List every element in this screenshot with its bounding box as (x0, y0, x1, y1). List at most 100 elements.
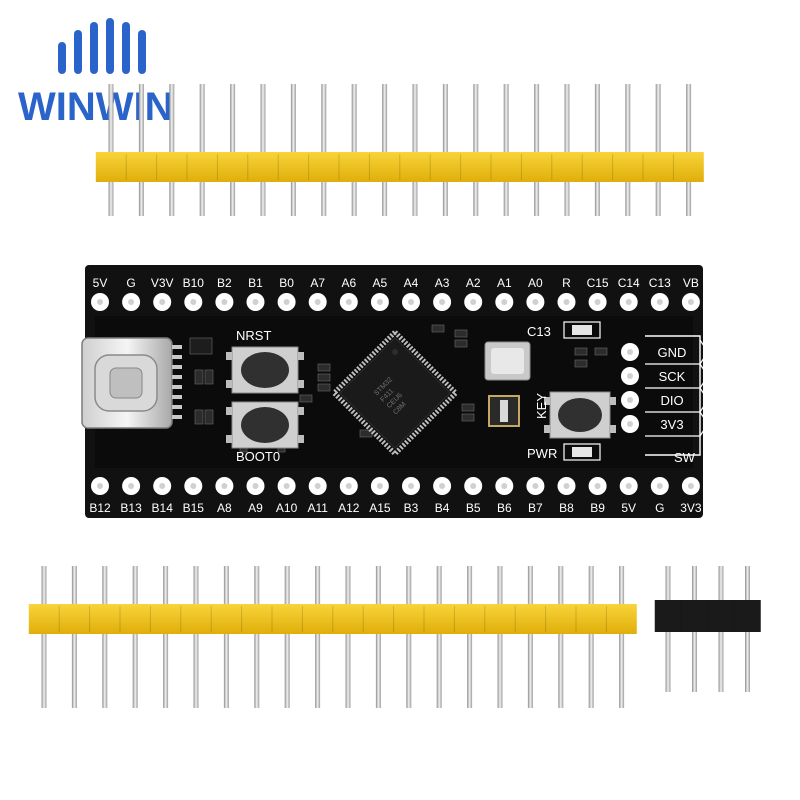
pin-label: C14 (618, 276, 640, 290)
pin-hole-center (408, 299, 414, 305)
pin-label: A10 (276, 501, 298, 515)
pin-label: A1 (497, 276, 512, 290)
pin-label: A4 (404, 276, 419, 290)
header-pin (132, 566, 138, 708)
swd-label: GND (658, 345, 687, 360)
pin-label: C13 (649, 276, 671, 290)
header-pin (375, 566, 381, 708)
pin-label: A2 (466, 276, 481, 290)
header-pin (163, 566, 169, 708)
pin-hole-center (283, 299, 290, 305)
pin-label: G (655, 501, 664, 515)
pin-hole-center (439, 299, 446, 305)
pin-label: A8 (217, 501, 232, 515)
nrst-label: NRST (236, 328, 271, 343)
header-plastic (28, 604, 637, 634)
pin-hole-center (283, 483, 290, 489)
pin-label: B2 (217, 276, 232, 290)
header-pin (260, 84, 266, 216)
header-pin (345, 566, 351, 708)
header-pin (497, 566, 503, 708)
swd-footer: SW (674, 450, 696, 465)
pin-hole-center (376, 299, 383, 305)
pin-hole-center (221, 299, 228, 305)
pin-label: B3 (404, 501, 419, 515)
pwr-label: PWR (527, 446, 557, 461)
swd-pin-hole-center (627, 397, 633, 403)
pin-label: A9 (248, 501, 263, 515)
pin-label: B5 (466, 501, 481, 515)
swd-label: DIO (660, 393, 683, 408)
pin-hole-center (501, 483, 508, 489)
pin-hole-center (314, 483, 321, 489)
logo-bar (122, 22, 130, 74)
pin-label: 5V (93, 276, 108, 290)
pin-label: B12 (89, 501, 111, 515)
swd-outline (645, 335, 701, 456)
pin-hole-center (345, 483, 352, 489)
boot0-button (226, 401, 304, 449)
crystal-oscillator (484, 341, 531, 381)
pin-hole-center (594, 483, 601, 489)
pin-hole-center (687, 299, 694, 305)
pin-hole-center (470, 299, 477, 305)
pin-label: A7 (310, 276, 325, 290)
key-button (544, 391, 616, 439)
pin-label: A15 (369, 501, 391, 515)
pin-header-bottom (28, 566, 637, 708)
swd-arrow (645, 363, 709, 389)
header-pin (41, 566, 47, 708)
pin-label: B14 (152, 501, 174, 515)
top-pin-row (91, 293, 700, 311)
header-pin (351, 84, 357, 216)
c13-led (563, 321, 601, 339)
pin-hole-center (532, 299, 539, 305)
pin-hole-center (656, 483, 663, 489)
pin-label: 3V3 (680, 501, 702, 515)
pin-label: B6 (497, 501, 512, 515)
pin-hole-center (252, 299, 259, 305)
winwin-logo-icon: WINWIN (18, 18, 174, 129)
pin-label: A3 (435, 276, 450, 290)
pin-label: B0 (279, 276, 294, 290)
header-plastic (95, 152, 704, 182)
pin-label: B4 (435, 501, 450, 515)
pin-hole-center (687, 483, 694, 489)
swd-label: 3V3 (660, 417, 683, 432)
header-pin (193, 566, 199, 708)
header-pin (686, 84, 692, 216)
pin-hole-center (314, 299, 321, 305)
boot0-label: BOOT0 (236, 449, 280, 464)
pin-label: B15 (183, 501, 205, 515)
header-pin (230, 84, 236, 216)
pin-header-short (654, 566, 761, 692)
pin-hole-center (128, 299, 135, 305)
header-plastic (654, 600, 761, 632)
header-pin (223, 566, 229, 708)
header-pin (436, 566, 442, 708)
header-pin (534, 84, 540, 216)
pin-label: A0 (528, 276, 543, 290)
pin-label: V3V (151, 276, 174, 290)
c13-label: C13 (527, 324, 551, 339)
pin-label: A12 (338, 501, 360, 515)
header-pin (321, 84, 327, 216)
pin-hole-center (625, 299, 632, 305)
pin-header-top (95, 84, 704, 216)
pin-label: A11 (307, 501, 328, 515)
header-pin (254, 566, 260, 708)
header-pin (527, 566, 533, 708)
key-label: KEY (534, 393, 549, 419)
bottom-pin-row (91, 477, 700, 495)
pin-label: C15 (587, 276, 609, 290)
header-pin (315, 566, 321, 708)
pin-hole-center (563, 299, 570, 305)
header-pin (412, 84, 418, 216)
pin-hole-center (532, 483, 539, 489)
pin-label: R (562, 276, 571, 290)
